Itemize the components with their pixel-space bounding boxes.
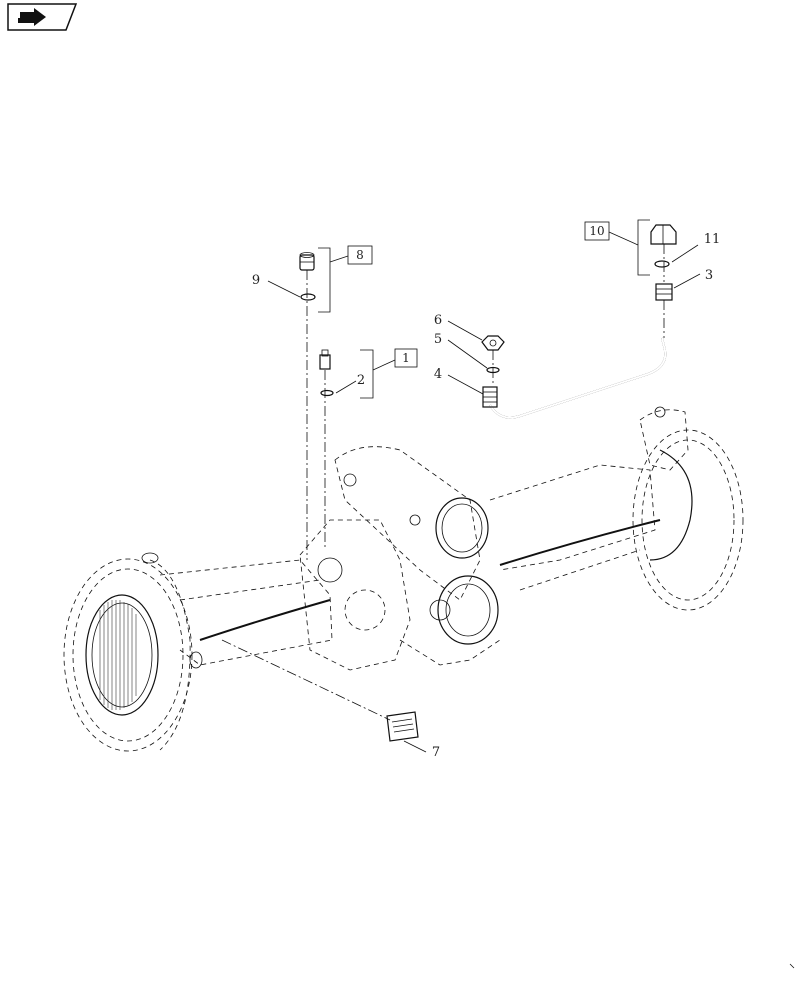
right-hub-flange [632, 406, 744, 611]
callout-label-9: 9 [252, 273, 260, 288]
bracket-1 [360, 349, 374, 399]
callout-box-10 [584, 221, 610, 241]
callout-label-8: 8 [356, 248, 364, 262]
brake-line-assembly: 6 5 4 [434, 313, 667, 419]
decal-plate-part [386, 711, 419, 742]
next-page-arrow-icon [18, 8, 46, 26]
tube-fitting-part [482, 386, 498, 408]
callout-box-1 [394, 348, 418, 368]
seal-ring-part [300, 293, 316, 301]
breather-part [319, 349, 331, 370]
o-ring-part [654, 260, 670, 268]
callout-label-10: 10 [589, 224, 604, 238]
plug-assembly-8: 8 9 [252, 245, 373, 560]
corner-mark [789, 963, 795, 969]
callout-label-6: 6 [434, 313, 442, 328]
callout-label-7: 7 [432, 745, 440, 760]
callout-label-1: 1 [402, 351, 410, 365]
callout-label-3: 3 [705, 268, 713, 283]
fitting-part [655, 283, 673, 301]
axle-housing [63, 406, 744, 752]
breather-assembly-1: 1 2 [319, 348, 418, 548]
callout-label-2: 2 [357, 373, 365, 388]
callout-label-11: 11 [704, 232, 721, 247]
nut-part [481, 335, 505, 351]
washer-part [320, 389, 334, 397]
callout-label-5: 5 [434, 332, 442, 347]
cap-assembly-10: 10 11 3 [584, 219, 721, 338]
decal-assembly-7: 7 [221, 639, 440, 760]
nav-tab[interactable] [7, 3, 78, 31]
left-hub-flange [63, 558, 193, 752]
callout-label-4: 4 [434, 367, 442, 382]
bracket-8 [318, 247, 331, 313]
plug-part [299, 252, 315, 271]
cap-part [650, 224, 677, 245]
callout-box-8 [347, 245, 373, 265]
bracket-10 [637, 219, 650, 276]
